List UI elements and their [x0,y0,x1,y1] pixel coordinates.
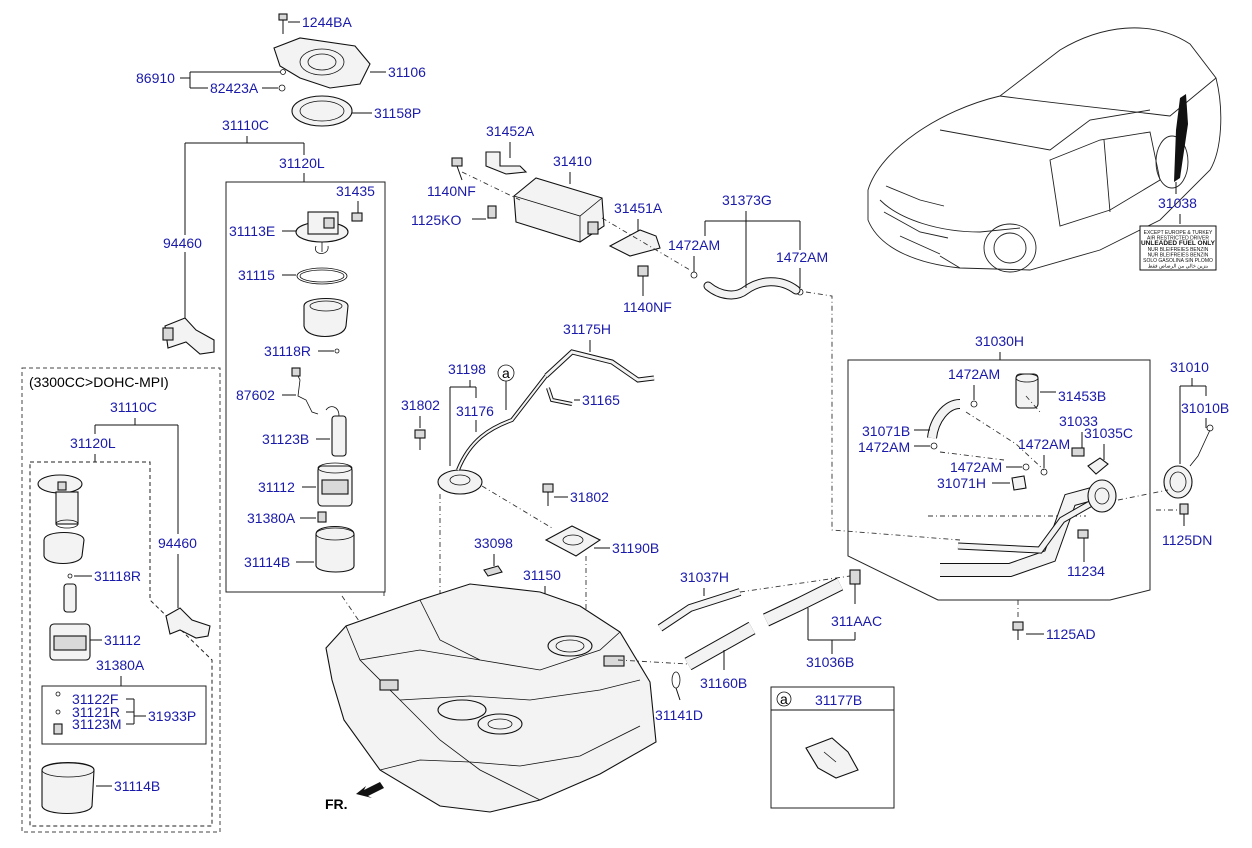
label-1472AM-e[interactable]: 1472AM [1018,436,1070,452]
fuel-label-line: AIR RESTRICTED DRIVER [1147,236,1209,242]
label-31115[interactable]: 31115 [238,267,275,283]
fuel-label-line: بنزين خالي من الرصاص فقط [1148,264,1208,270]
fuel-label-line: NUR BLEIFREIES BENZIN [1148,247,1209,253]
label-31035C[interactable]: 31035C [1084,425,1133,441]
cover-plate-group: 1244BA 31106 86910 82423A 31158P [136,13,426,127]
fuel-label-line: EXCEPT EUROPE & TURKEY [1144,230,1213,236]
label-82423A[interactable]: 82423A [210,80,259,96]
label-31150[interactable]: 31150 [523,567,561,583]
label-31114B-variant[interactable]: 31114B [114,778,160,794]
label-31380A-variant[interactable]: 31380A [96,657,145,673]
label-31165[interactable]: 31165 [582,392,620,408]
label-31114B-top[interactable]: 31114B [244,554,290,570]
label-31038[interactable]: 31038 [1158,195,1197,211]
label-31071H[interactable]: 31071H [937,475,986,491]
variant-box [21,367,221,833]
label-31121R[interactable]: 31121R [72,704,120,720]
front-arrow-icon [356,782,384,798]
label-31010[interactable]: 31010 [1170,359,1209,375]
callout-a: a [502,365,510,381]
fuel-pump-module-group: 31110C 31120L 94460 31435 31113E 31115 [162,117,386,593]
fuel-label-line: SOLO GASOLINA SIN PLOMO [1143,258,1213,264]
label-11234[interactable]: 11234 [1067,563,1105,579]
label-31373G[interactable]: 31373G [722,192,772,208]
label-31071B[interactable]: 31071B [862,423,910,439]
label-33098[interactable]: 33098 [474,535,513,551]
filler-hose-group: 31037H 311AAC 31036B 31160B 31141D [617,569,882,723]
label-31177B[interactable]: 31177B [815,692,862,708]
variant-title: (3300CC>DOHC-MPI) [29,374,169,390]
label-1472AM-d[interactable]: 1472AM [858,439,910,455]
label-31120L-variant[interactable]: 31120L [70,435,116,451]
label-31010B[interactable]: 31010B [1181,400,1229,416]
label-1140NF-a[interactable]: 1140NF [427,183,476,199]
label-94460-top[interactable]: 94460 [163,235,202,251]
fuel-label-line: NUR BLEIFREIES BENZIN [1148,252,1209,258]
detail-a-box: a 31177B [770,686,895,809]
label-94460-variant[interactable]: 94460 [158,535,197,551]
label-31033[interactable]: 31033 [1059,413,1098,429]
variant-3300cc-group: (3300CC>DOHC-MPI) 31110C 31120L 94460 31… [21,367,221,833]
label-311AAC[interactable]: 311AAC [831,613,882,629]
front-direction-label: FR. [325,796,348,812]
label-31110C-variant[interactable]: 31110C [110,399,157,415]
label-1472AM-a[interactable]: 1472AM [668,237,720,253]
label-31106[interactable]: 31106 [388,64,426,80]
canister-group: 31452A 1140NF 1125KO 31410 31451A 1140NF [411,123,691,315]
label-1125DN[interactable]: 1125DN [1162,532,1212,548]
label-31802-b[interactable]: 31802 [570,489,609,505]
label-1125KO[interactable]: 1125KO [411,212,461,228]
label-31380A-top[interactable]: 31380A [247,510,296,526]
label-31160B[interactable]: 31160B [700,675,747,691]
label-31123B[interactable]: 31123B [262,431,309,447]
label-31933P[interactable]: 31933P [148,708,196,724]
label-1140NF-b[interactable]: 1140NF [623,299,672,315]
label-31190B[interactable]: 31190B [612,540,659,556]
vapor-hose-group: 31373G 1472AM 1472AM [668,192,961,541]
label-31122F[interactable]: 31122F [72,691,118,707]
label-31435[interactable]: 31435 [336,183,375,199]
label-31110C-top[interactable]: 31110C [222,117,269,133]
label-86910[interactable]: 86910 [136,70,175,86]
label-31123M[interactable]: 31123M [72,716,122,732]
label-1125AD[interactable]: 1125AD [1046,626,1096,642]
label-31120L-top[interactable]: 31120L [279,155,325,171]
label-31141D[interactable]: 31141D [655,707,703,723]
label-31113E[interactable]: 31113E [229,223,275,239]
fuel-cap-group: 31010 31010B 1125DN [1117,359,1229,548]
label-1472AM-b[interactable]: 1472AM [776,249,828,265]
label-87602[interactable]: 87602 [236,387,275,403]
label-31037H[interactable]: 31037H [680,569,729,585]
label-31451A[interactable]: 31451A [614,200,663,216]
label-31118R-top[interactable]: 31118R [264,343,311,359]
label-31036B[interactable]: 31036B [806,654,854,670]
label-31802-a[interactable]: 31802 [401,397,440,413]
label-31176[interactable]: 31176 [456,403,494,419]
label-31112-top[interactable]: 31112 [258,479,295,495]
label-1472AM-f[interactable]: 1472AM [950,459,1002,475]
label-31112-variant[interactable]: 31112 [104,632,141,648]
fuel-label-line: UNLEADED FUEL ONLY [1141,240,1216,247]
label-31030H[interactable]: 31030H [975,333,1024,349]
label-1472AM-c[interactable]: 1472AM [948,366,1000,382]
label-1244BA[interactable]: 1244BA [302,14,352,30]
filler-neck-group: 31030H 1472AM 31453B 31071B 1472AM 31033… [847,333,1151,642]
label-31453B[interactable]: 31453B [1058,388,1106,404]
label-31198[interactable]: 31198 [448,361,486,377]
fuel-tank-group: 31198 31176 a 31175H 31165 31802 318 [325,321,659,813]
label-31175H[interactable]: 31175H [563,321,611,337]
label-31158P[interactable]: 31158P [374,105,421,121]
label-31410[interactable]: 31410 [553,153,592,169]
detail-a-letter: a [780,691,788,707]
label-31452A[interactable]: 31452A [486,123,535,139]
pump-module-box [225,181,386,593]
label-31118R-variant[interactable]: 31118R [94,568,141,584]
